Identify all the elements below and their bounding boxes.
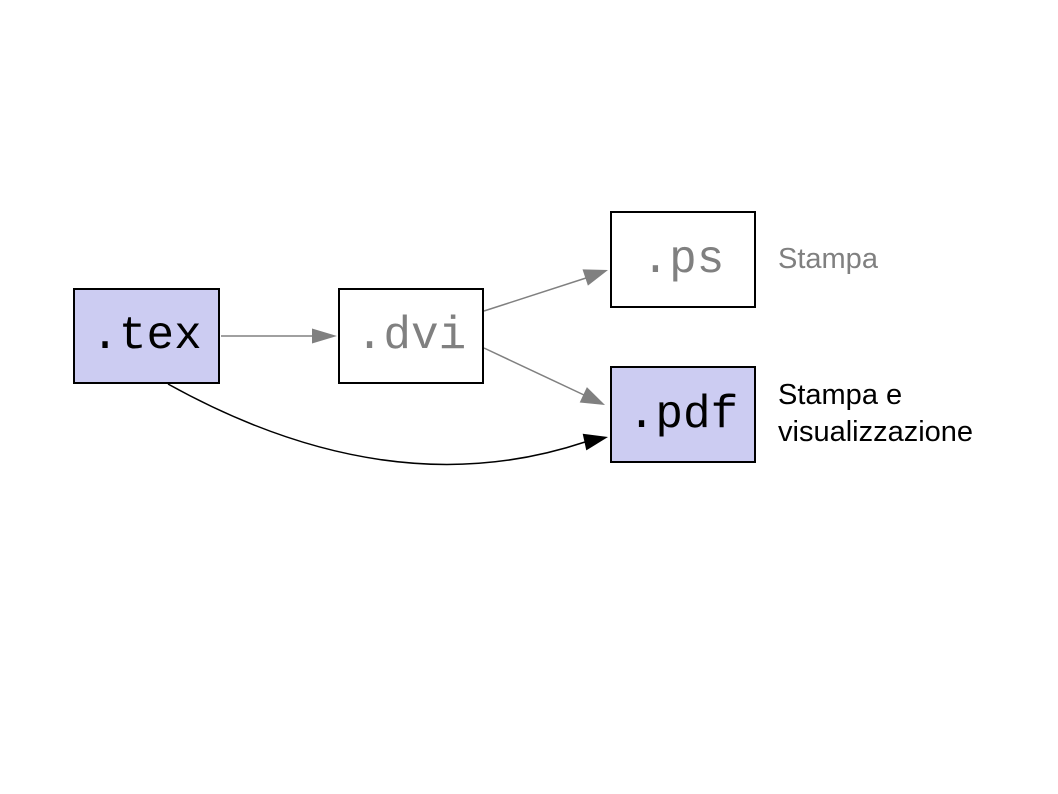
- edge-dvi-to-pdf-line: [483, 347, 585, 396]
- node-tex-label: .tex: [91, 310, 202, 362]
- node-ps: .ps: [610, 211, 756, 308]
- node-tex: .tex: [73, 288, 220, 384]
- edge-tex-to-dvi: [221, 328, 337, 344]
- node-pdf-label: .pdf: [627, 388, 739, 441]
- arrowhead-dvi-to-ps-icon: [582, 269, 608, 286]
- arrowhead-tex-to-pdf-icon: [582, 433, 608, 451]
- node-ps-label: .ps: [641, 233, 725, 286]
- annotation-stampa-e-visualizzazione-line1: Stampa e: [778, 379, 903, 411]
- edge-dvi-to-ps: [483, 269, 608, 312]
- node-dvi-label: .dvi: [355, 310, 467, 362]
- edge-tex-to-pdf-curve: [167, 383, 586, 466]
- edge-dvi-to-ps-line: [483, 277, 587, 312]
- arrowhead-dvi-to-pdf-icon: [579, 387, 605, 405]
- node-dvi: .dvi: [338, 288, 484, 384]
- annotation-stampa-e-visualizzazione-line2: visualizzazione: [778, 416, 974, 448]
- edge-tex-to-pdf: [167, 383, 608, 466]
- edge-dvi-to-pdf: [483, 347, 605, 405]
- annotation-stampa-line: Stampa: [778, 243, 878, 275]
- arrowhead-tex-to-dvi-icon: [312, 328, 337, 344]
- node-pdf: .pdf: [610, 366, 756, 463]
- annotation-stampa-e-visualizzazione: Stampa e visualizzazione: [778, 377, 973, 451]
- annotation-stampa: Stampa: [778, 241, 878, 278]
